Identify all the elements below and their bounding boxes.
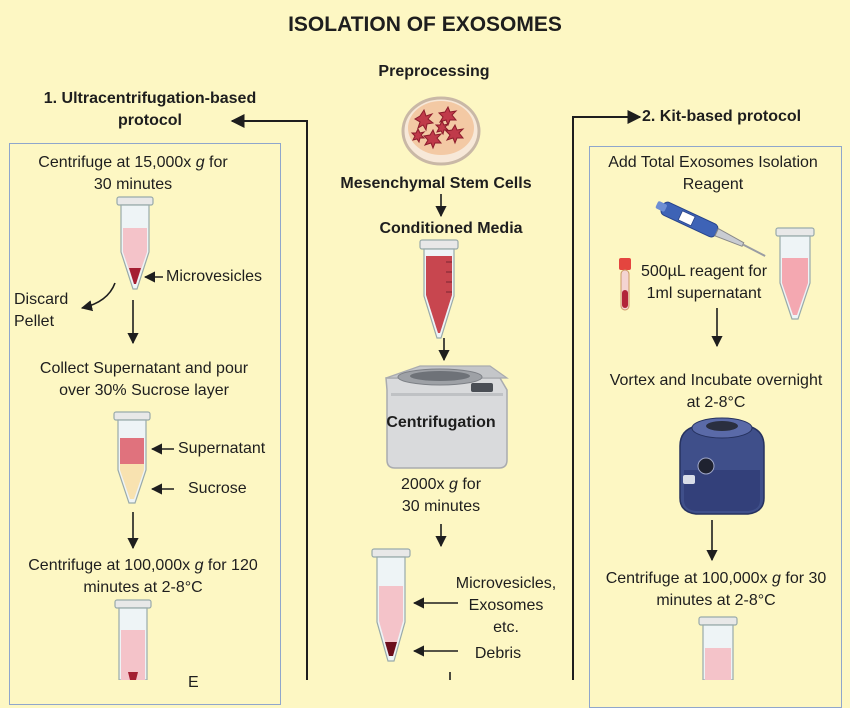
microvesicles-exosomes-label: Microvesicles, Exosomes etc. (455, 575, 557, 636)
discard-pellet-label: Discard Pellet (14, 291, 69, 330)
microvesicles-label: Microvesicles (166, 268, 263, 285)
left-step2-text: Collect Supernatant and pour over 30% Su… (39, 360, 249, 399)
left-step1-text: Centrifuge at 15,000x g for 30 minutes (38, 154, 228, 193)
right-step1-text: Add Total Exosomes Isolation Reagent (608, 154, 818, 193)
left-tube-1-icon (116, 196, 154, 290)
reagent-amount-label: 500µL reagent for 1ml supernatant (640, 263, 768, 302)
petri-dish-icon (401, 96, 481, 166)
page-title: ISOLATION OF EXOSOMES (288, 13, 562, 36)
left-step3-text: Centrifuge at 100,000x g for 120 minutes… (28, 557, 258, 596)
centrifuged-tube-icon (371, 548, 411, 662)
exosomes-partial-label: E (188, 674, 199, 691)
supernatant-label: Supernatant (178, 440, 266, 457)
msc-label: Mesenchymal Stem Cells (340, 175, 532, 192)
left-tube-3-icon (114, 599, 152, 680)
kit-protocol-heading: 2. Kit-based protocol (642, 108, 802, 125)
centrifugation-label: Centrifugation (386, 414, 496, 431)
right-tube-2-icon (698, 616, 738, 680)
debris-label: Debris (474, 645, 522, 662)
centrifuge-machine-icon (385, 365, 509, 469)
diagram-graphics (80, 96, 815, 680)
ultracentrifugation-heading: 1. Ultracentrifugation-based protocol (43, 90, 257, 129)
center-speed-text: 2000x g for 30 minutes (400, 476, 482, 515)
preprocessing-label: Preprocessing (378, 63, 490, 80)
conditioned-media-label: Conditioned Media (379, 220, 523, 237)
vortex-mixer-icon (679, 417, 765, 515)
right-tube-1-icon (775, 227, 815, 320)
arrow-to-ultracentrifugation (230, 114, 308, 680)
right-step2-text: Vortex and Incubate overnight at 2-8°C (609, 372, 823, 411)
pipette-icon (655, 201, 766, 257)
arrow-to-kit-protocol (572, 110, 642, 680)
conditioned-media-tube-icon (419, 239, 459, 339)
left-tube-2-icon (113, 411, 151, 504)
right-step3-text: Centrifuge at 100,000x g for 30 minutes … (605, 570, 827, 609)
sucrose-label: Sucrose (188, 480, 247, 497)
branch-arrows (230, 110, 642, 680)
reagent-vial-icon (619, 258, 631, 311)
